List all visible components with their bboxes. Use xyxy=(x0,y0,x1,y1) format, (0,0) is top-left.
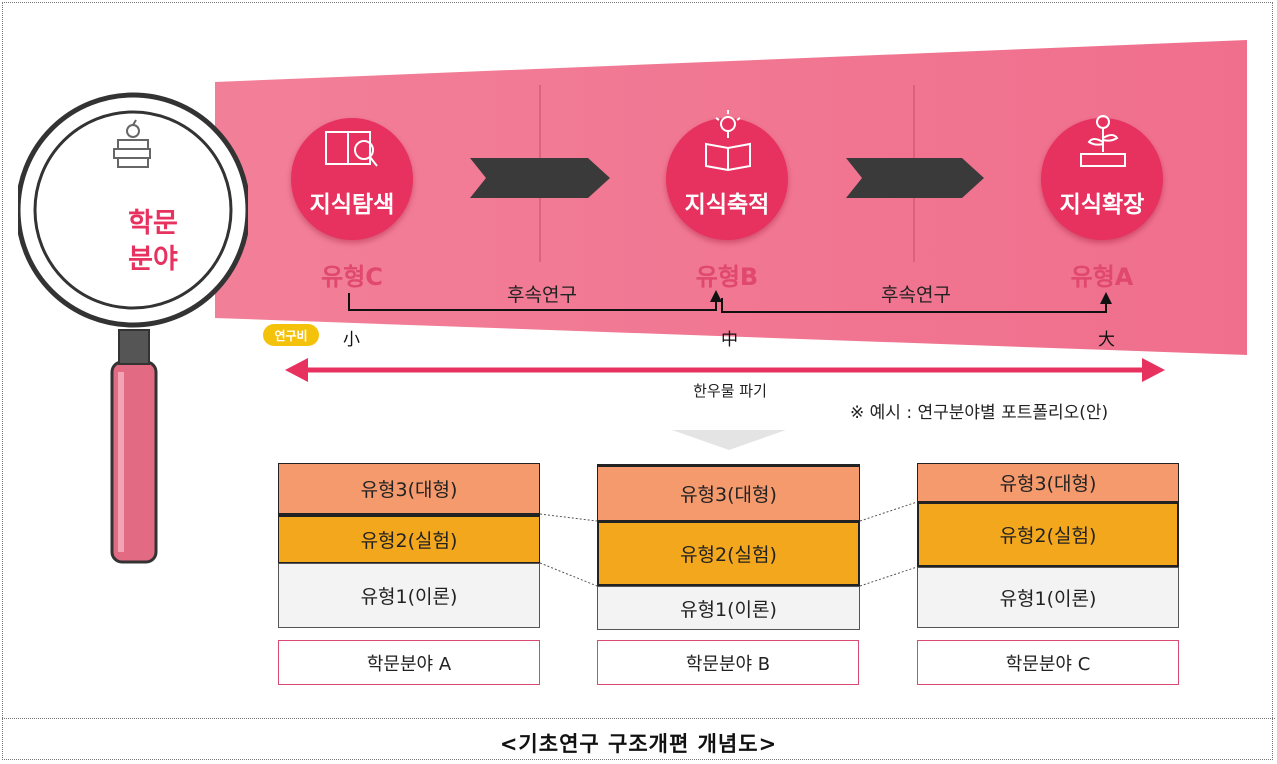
portfolio-c-field: 학문분야 C xyxy=(917,640,1179,685)
connector-b-c-top xyxy=(859,501,918,522)
portfolio-a-type2: 유형2(실험) xyxy=(278,514,540,563)
magnifier-icon xyxy=(18,92,248,564)
portfolio-b-field: 학문분야 B xyxy=(597,640,859,685)
follow-up-label-1: 후속연구 xyxy=(507,284,577,306)
connector-a-b-top xyxy=(539,513,598,522)
stage-circle-c xyxy=(291,118,413,240)
books-apple-icon xyxy=(113,119,151,168)
stage-circle-b xyxy=(666,118,788,240)
funding-large: 大 xyxy=(1098,330,1115,350)
progress-arrow-2 xyxy=(846,158,984,198)
example-note: ※ 예시 : 연구분야별 포트폴리오(안) xyxy=(850,403,1109,423)
portfolio-b-type2: 유형2(실험) xyxy=(597,521,860,586)
portfolio-a-type3: 유형3(대형) xyxy=(278,463,540,514)
deep-dig-arrowhead-left xyxy=(285,358,308,382)
stage-title-c: 지식탐색 xyxy=(309,192,395,218)
connector-b-c-bottom xyxy=(859,566,918,587)
magnifier-label-line2: 분야 xyxy=(128,244,178,275)
funding-badge: 연구비 xyxy=(263,324,319,346)
figure-caption: <기초연구 구조개편 개념도> xyxy=(499,732,778,756)
portfolio-c-type1: 유형1(이론) xyxy=(917,567,1179,628)
deep-dig-label: 한우물 파기 xyxy=(693,382,767,400)
type-label-c: 유형C xyxy=(321,263,383,291)
deep-dig-arrowhead-right xyxy=(1142,358,1165,382)
connector-a-b-bottom xyxy=(539,562,598,587)
funding-small: 小 xyxy=(343,330,360,350)
bracket-b-to-a xyxy=(721,298,1107,313)
portfolio-b-type1: 유형1(이론) xyxy=(597,586,860,630)
caption-separator xyxy=(2,718,1275,719)
book-lightbulb-icon xyxy=(705,110,751,172)
stage-title-a: 지식확장 xyxy=(1059,192,1145,218)
magnifier-inner-ring xyxy=(33,110,233,310)
bracket-arrowhead-b xyxy=(710,290,722,302)
progress-arrow-1 xyxy=(470,158,610,198)
portfolio-b-type3: 유형3(대형) xyxy=(597,464,860,521)
portfolio-c-type3: 유형3(대형) xyxy=(917,463,1179,502)
book-plant-icon xyxy=(1080,115,1126,167)
book-search-icon xyxy=(325,131,378,167)
bracket-arrowhead-a xyxy=(1100,292,1112,304)
stage-title-b: 지식축적 xyxy=(684,192,770,218)
type-label-b: 유형B xyxy=(695,263,759,291)
portfolio-a-field: 학문분야 A xyxy=(278,640,540,685)
down-chevron xyxy=(672,430,786,450)
funding-medium: 中 xyxy=(721,330,738,350)
magnifier-label: 학문 분야 xyxy=(118,206,188,278)
type-label-a: 유형A xyxy=(1070,263,1134,291)
magnifier-neck xyxy=(118,329,150,365)
portfolio-a-type1: 유형1(이론) xyxy=(278,563,540,628)
portfolio-c-type2: 유형2(실험) xyxy=(917,502,1179,567)
magnifier-label-line1: 학문 xyxy=(128,208,178,239)
magnifier-handle-highlight xyxy=(118,372,124,552)
bracket-c-to-b xyxy=(348,293,717,311)
follow-up-label-2: 후속연구 xyxy=(881,284,951,306)
